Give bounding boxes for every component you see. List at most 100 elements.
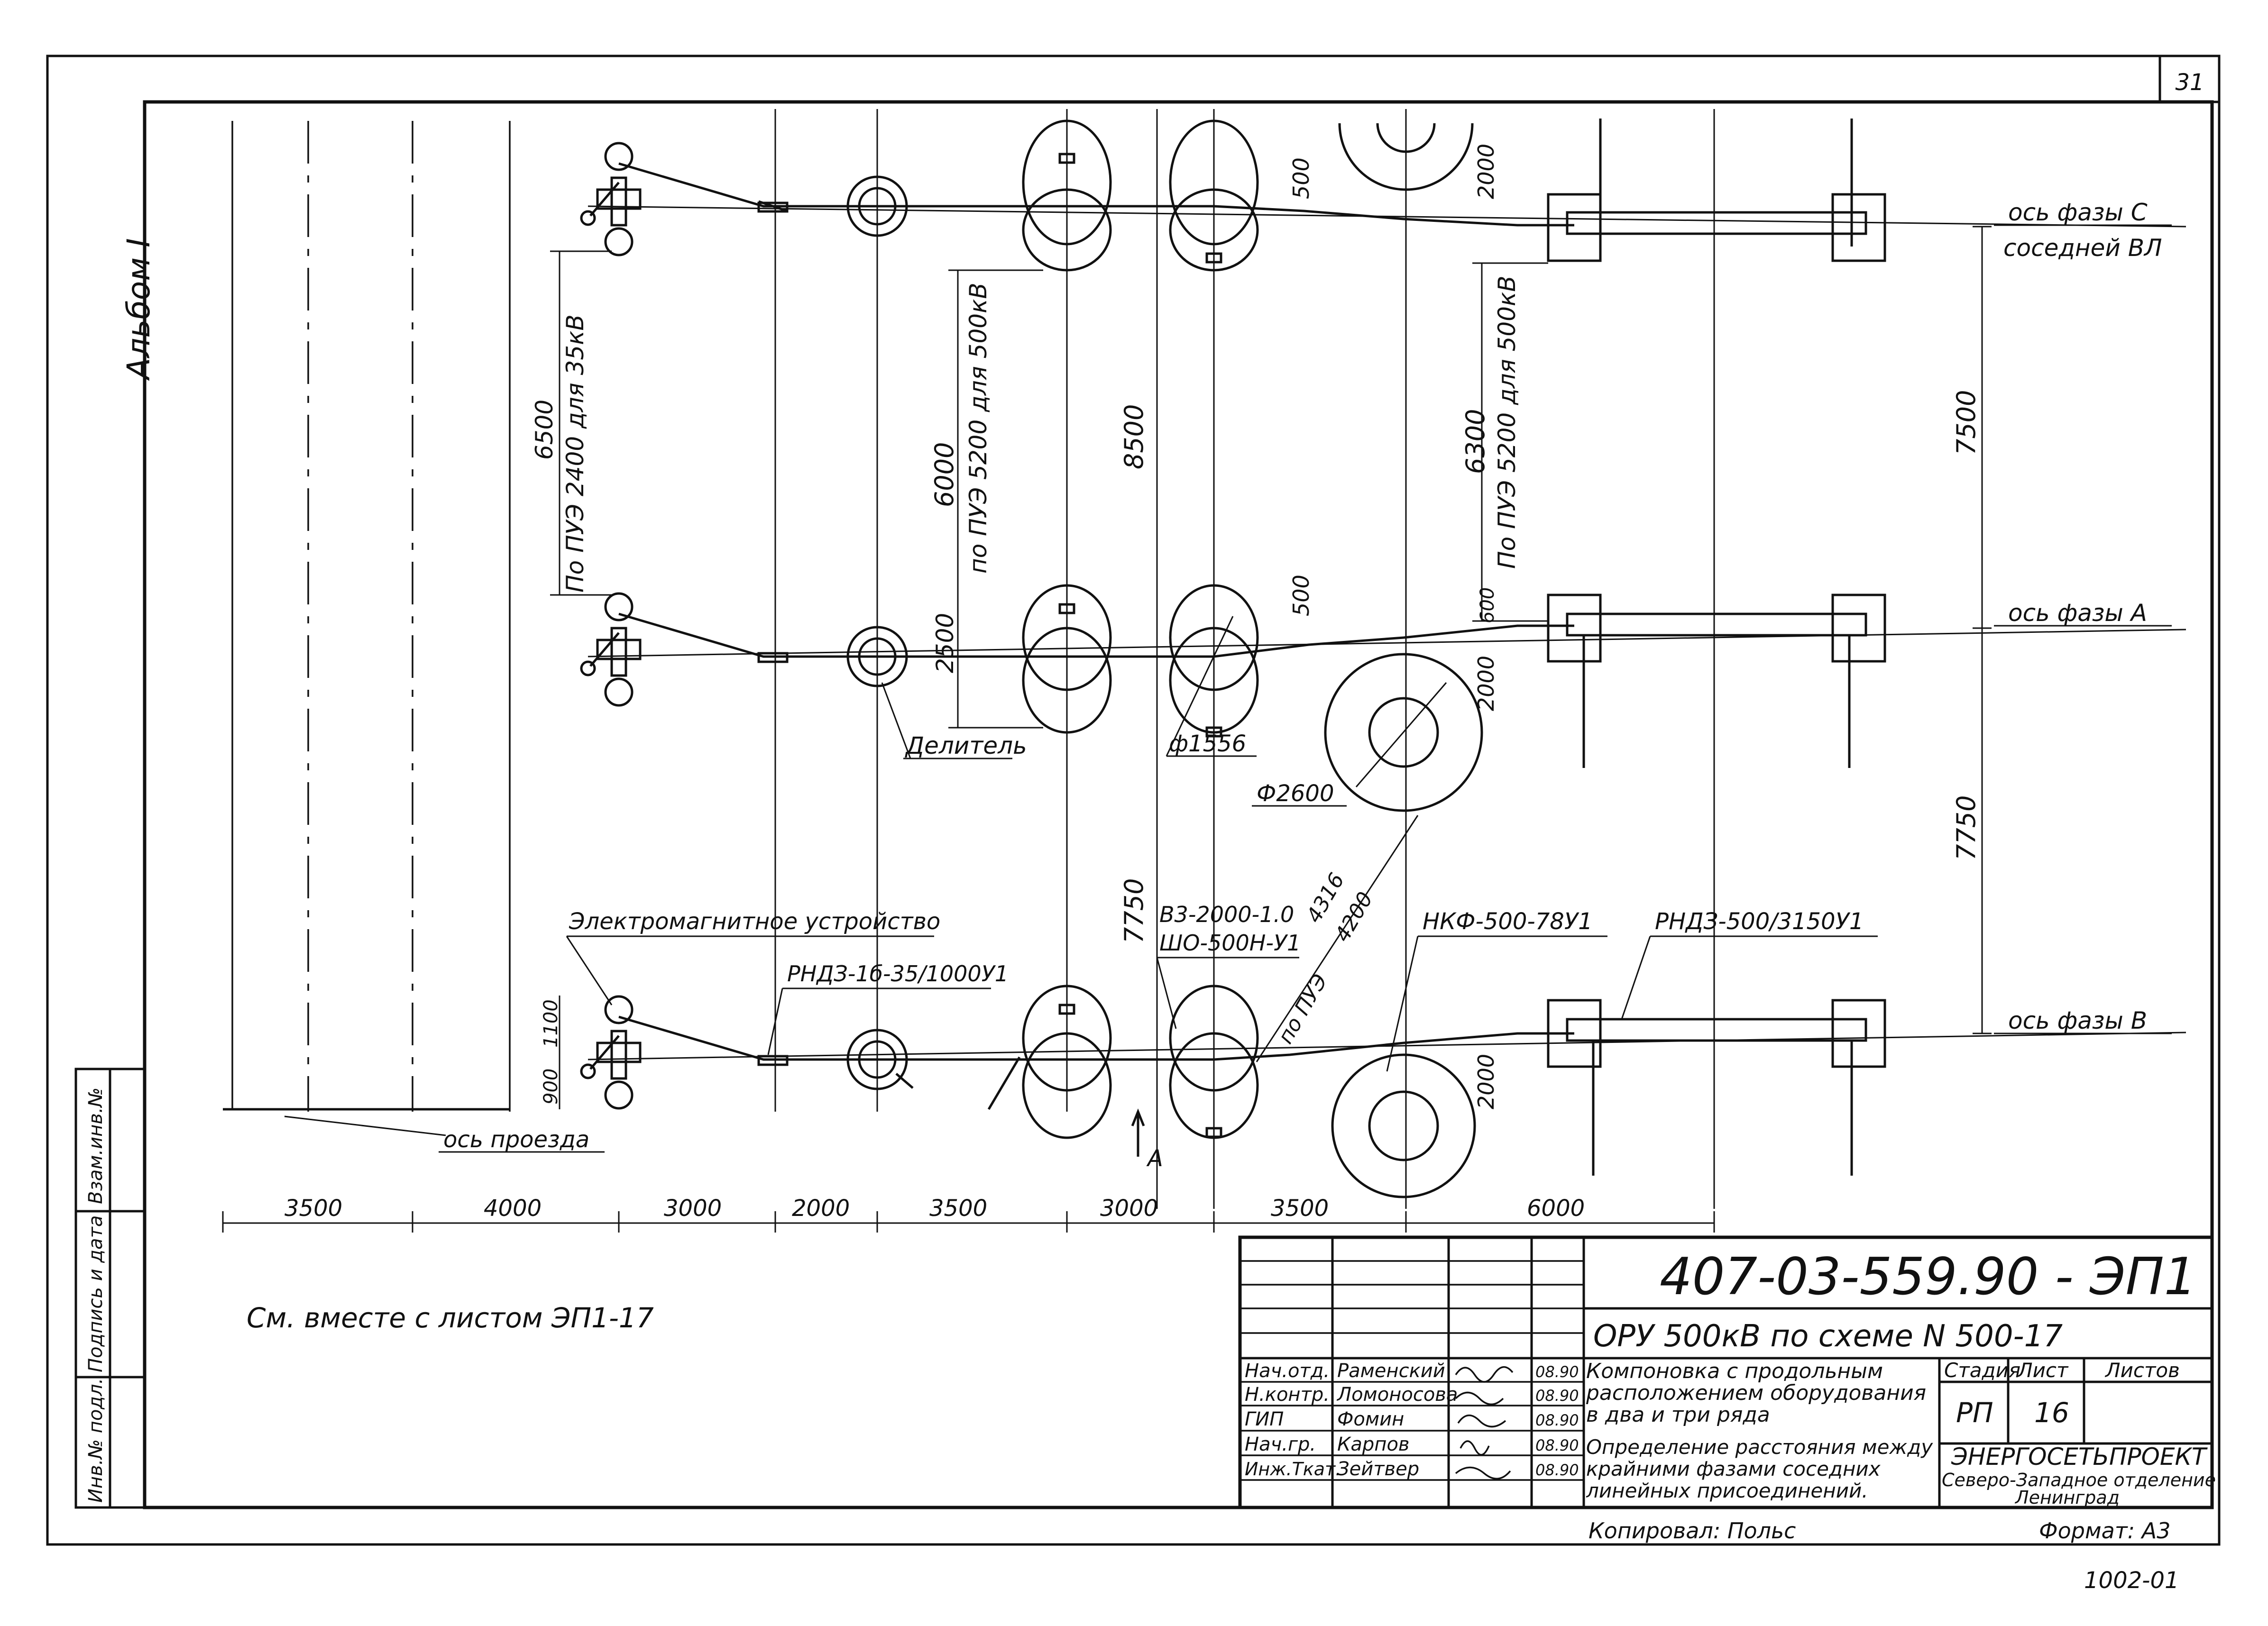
dim-2000-mid: 2000: [1473, 656, 1499, 711]
sho-b: [1169, 985, 1259, 1139]
stamp-inv: Инв.№ подл.: [85, 1378, 107, 1503]
hdim-2: 3000: [664, 1195, 722, 1222]
description-1: Компоновка с продольным расположением об…: [1586, 1361, 1927, 1427]
dim-pue5200-b: По ПУЭ 5200 для 500кВ: [1493, 275, 1521, 569]
org-city: Ленинград: [2014, 1487, 2120, 1508]
stage-header: Стадия: [1944, 1359, 2020, 1382]
sho-c: [1169, 119, 1259, 272]
conductor-b: [618, 1015, 1574, 1061]
phase-labels: ось фазы С соседней ВЛ ось фазы А ось фа…: [1994, 199, 2172, 1034]
dim-6300: 6300: [1460, 409, 1490, 474]
em-device-b: [580, 995, 642, 1110]
hdim-3: 2000: [792, 1195, 850, 1222]
dim-600: 600: [1477, 587, 1498, 623]
sho-a: [1169, 584, 1259, 738]
rnd-small-c: [757, 200, 789, 213]
sheet-number: 31: [2175, 69, 2204, 96]
v3-label: В3-2000-1.0: [1159, 902, 1294, 927]
rnd-large-a: [1547, 594, 1886, 768]
sheets-header: Листов: [2104, 1359, 2180, 1382]
reference-lines: [223, 109, 1715, 1209]
conductor-c: [618, 162, 1574, 227]
rnd-small-label: РНДЗ-1б-35/1000У1: [787, 961, 1009, 987]
sheet-number-box: [2158, 55, 2221, 103]
staff-0-date: 08.90: [1535, 1363, 1579, 1381]
hdim-1: 4000: [484, 1195, 542, 1222]
dim-8500: 8500: [1119, 404, 1149, 469]
nkf-a: [1324, 653, 1483, 812]
conductor-a: [618, 612, 1574, 658]
dim-6500: 6500: [531, 400, 558, 460]
dim-900: 900: [540, 1069, 562, 1105]
title-block: 407-03-559.90 - ЭП1 ОРУ 500кВ по схеме N…: [1238, 1235, 2216, 1509]
component-labels: Делитель ф1556 Ф2600 Электромагнитное ус…: [439, 616, 1878, 1172]
dim-1100: 1100: [540, 999, 562, 1048]
rnd-large-b: [1547, 999, 1886, 1176]
staff-0-role: Нач.отд.: [1245, 1360, 1330, 1382]
dim-pue5200-a: по ПУЭ 5200 для 500кВ: [964, 283, 992, 574]
em-device-label: Электромагнитное устройство: [569, 908, 940, 935]
dim-2000-bot: 2000: [1473, 1054, 1499, 1109]
outer-frame: [46, 55, 2221, 1546]
dim-2000-top: 2000: [1473, 144, 1499, 199]
stamp-vzam: Взам.инв.№: [85, 1087, 107, 1204]
copied-by: Копировал: Польс: [1589, 1518, 1796, 1544]
rnd-small-a: [757, 652, 789, 663]
signatures: [1455, 1366, 1514, 1480]
dim-6000: 6000: [929, 442, 959, 507]
dim-500-top: 500: [1288, 157, 1314, 199]
staff-2-date: 08.90: [1535, 1411, 1579, 1429]
sheet-header: Лист: [2017, 1359, 2069, 1382]
staff-4-role: Инж.Ткат.: [1245, 1459, 1341, 1480]
staff-0-name: Раменский: [1337, 1360, 1445, 1382]
axis-pass-label: ось проезда: [443, 1126, 589, 1153]
inner-frame: [143, 100, 2214, 1509]
arrow-a-label: А: [1146, 1145, 1163, 1172]
staff-1-name: Ломоносова: [1336, 1384, 1458, 1406]
album-label: Альбом I: [120, 238, 157, 381]
nkf-label: НКФ-500-78У1: [1423, 908, 1593, 935]
equipment-row-c: [580, 119, 1886, 272]
right-dimensions: 7500 7750: [1951, 226, 1992, 1034]
divider-label: Делитель: [905, 732, 1027, 759]
divider-c: [846, 175, 908, 237]
dim-pue2400: По ПУЭ 2400 для 35кВ: [561, 314, 589, 593]
staff-2-role: ГИП: [1245, 1408, 1284, 1430]
hdim-6: 3500: [1271, 1195, 1329, 1222]
phase-axes: [588, 205, 2186, 1060]
dim-7750-right: 7750: [1951, 795, 1981, 860]
staff-3-name: Карпов: [1337, 1434, 1410, 1455]
rnd-large-label: РНДЗ-500/3150У1: [1655, 908, 1864, 935]
bottom-note: 1002-01: [2084, 1567, 2179, 1594]
doc-subtitle: ОРУ 500кВ по схеме N 500-17: [1593, 1319, 2063, 1354]
breaker-c: [1022, 119, 1112, 272]
stage-value: РП: [1956, 1397, 1993, 1429]
nkf-b: [1331, 1053, 1476, 1198]
phase-c-label2: соседней ВЛ: [2003, 234, 2162, 262]
rnd-small-b: [757, 1055, 789, 1066]
po-pue-diag-label: по ПУЭ: [1273, 970, 1332, 1048]
staff-4-name: Зейтвер: [1337, 1458, 1419, 1480]
hdim-4: 3500: [929, 1195, 987, 1222]
d1556-label: ф1556: [1169, 731, 1246, 757]
equipment-row-a: [580, 584, 1886, 812]
rnd-large-c: [1547, 119, 1886, 262]
description-2: Определение расстояния между крайними фа…: [1586, 1436, 1933, 1502]
sho-label: ШО-500Н-У1: [1159, 930, 1301, 956]
org-branch: Северо-Западное отделение: [1942, 1470, 2216, 1490]
divider-a: [846, 626, 908, 687]
dim-7500: 7500: [1951, 390, 1981, 455]
staff-3-date: 08.90: [1535, 1436, 1579, 1454]
doc-code: 407-03-559.90 - ЭП1: [1660, 1247, 2196, 1306]
dim-500-mid: 500: [1288, 575, 1314, 616]
hdim-5: 3000: [1100, 1195, 1158, 1222]
em-device-a: [580, 592, 642, 707]
staff-1-role: Н.контр.: [1245, 1384, 1330, 1406]
dim-2500: 2500: [931, 613, 959, 673]
format-label: Формат: А3: [2039, 1518, 2170, 1544]
phase-a-label: ось фазы А: [2008, 599, 2147, 627]
dim-7750-left: 7750: [1119, 878, 1149, 943]
hdim-0: 3500: [285, 1195, 342, 1222]
horizontal-dimension-chain: 3500 4000 3000 2000 3500 3000 3500 6000: [222, 1195, 1715, 1233]
